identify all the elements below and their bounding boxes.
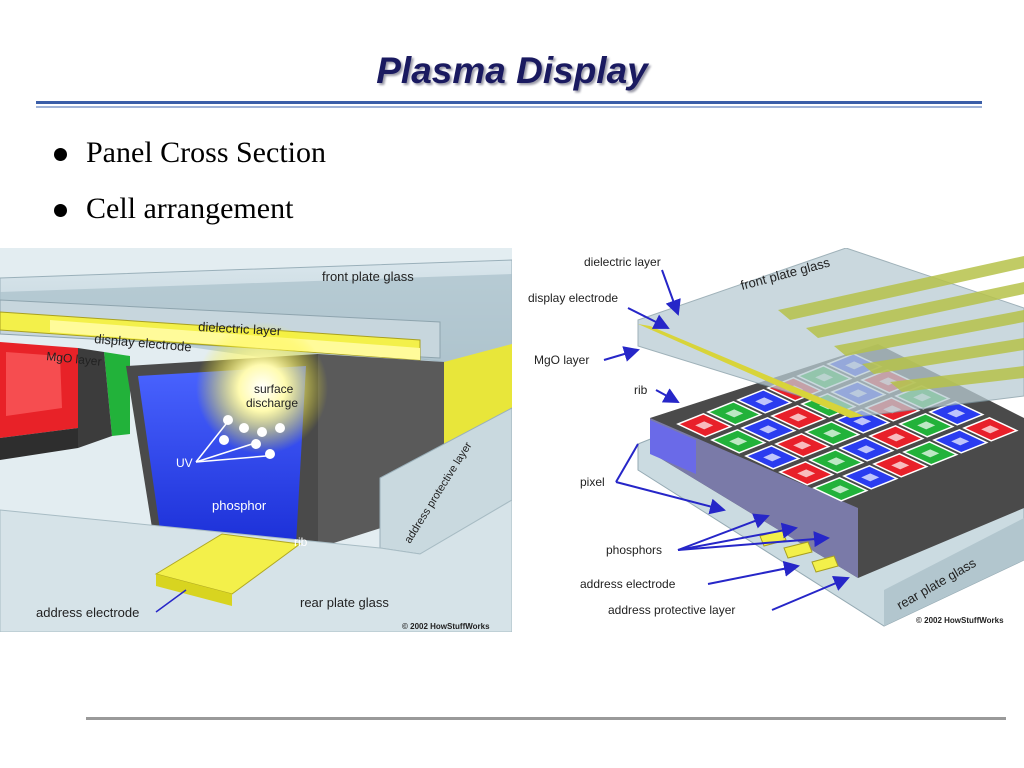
uv-arrows xyxy=(195,423,267,463)
label-pixel: pixel xyxy=(580,475,605,489)
phosphor-cell-glow xyxy=(853,417,872,426)
plasma-particles xyxy=(219,415,285,459)
phosphor-cell-glow xyxy=(917,421,936,430)
bullet-dot-icon xyxy=(54,204,67,217)
phosphor-cell-glow xyxy=(887,433,906,442)
label-rear-plate-glass: rear plate glass xyxy=(300,595,389,610)
label-rib: rib xyxy=(294,535,308,549)
red-cell-highlight xyxy=(6,352,62,416)
phosphor-cell-glow xyxy=(861,473,880,482)
label-uv: UV xyxy=(176,456,193,470)
phosphor-cell-glow xyxy=(823,429,842,438)
label-rib: rib xyxy=(634,383,648,397)
rear-plate-glass-edge xyxy=(884,518,1024,626)
pointer-mgo-layer xyxy=(603,346,640,362)
footer-rule xyxy=(86,717,1006,720)
rib-wall xyxy=(78,348,112,448)
cell-blue-side xyxy=(650,420,696,474)
bullet-text: Cell arrangement xyxy=(86,192,294,225)
green-phosphor-cell xyxy=(104,352,130,436)
display-electrodes xyxy=(638,256,1024,418)
phosphor-cell-glow xyxy=(831,485,850,494)
slide-title: Plasma Display xyxy=(376,50,648,91)
bullet-item: Cell arrangement xyxy=(50,190,326,246)
label-address-electrode: address electrode xyxy=(580,577,676,591)
rib-grid-front xyxy=(650,418,858,578)
bullet-text: Panel Cross Section xyxy=(86,136,326,169)
label-phosphors: phosphors xyxy=(606,543,662,557)
phosphor-cell-glow xyxy=(797,469,816,478)
title-underline-thick xyxy=(36,101,982,104)
pointer-address-protective-layer xyxy=(771,576,850,611)
phosphor-cell-glow xyxy=(789,413,808,422)
label-surface: surface xyxy=(254,382,294,396)
label-discharge: discharge xyxy=(246,396,298,410)
label-address-protective-layer: address protective layer xyxy=(608,603,735,617)
phosphor-cell-glow xyxy=(759,425,778,434)
label-address-electrode: address electrode xyxy=(36,605,139,620)
address-electrode xyxy=(154,533,302,595)
phosphor-cell-glow xyxy=(695,421,714,430)
address-electrode-pointer xyxy=(155,589,187,613)
phosphor-cell-glow xyxy=(827,457,846,466)
phosphor-cell-glow xyxy=(755,397,774,406)
label-mgo-layer: MgO layer xyxy=(46,349,103,369)
label-mgo-layer: MgO layer xyxy=(534,353,589,367)
phosphor-cell-grid xyxy=(676,352,1019,502)
bullet-dot-icon xyxy=(54,148,67,161)
label-dielectric-layer: dielectric layer xyxy=(198,319,282,338)
pointer-pixel xyxy=(615,443,726,515)
cross-section-figure: front plate glass dielectric layer displ… xyxy=(0,248,512,632)
phosphor-cell-glow xyxy=(793,441,812,450)
cell-arrangement-figure: dielectric layer display electrode front… xyxy=(528,248,1024,628)
pointer-address-electrode xyxy=(707,560,800,585)
rib-wall xyxy=(0,428,78,460)
display-electrode-edge xyxy=(638,324,864,418)
title-underline xyxy=(36,101,982,109)
label-phosphor: phosphor xyxy=(212,498,267,513)
phosphor-cell-glow xyxy=(951,437,970,446)
phosphor-cell-glow xyxy=(921,449,940,458)
copyright-credit: © 2002 HowStuffWorks xyxy=(916,616,1004,625)
phosphor-cell-glow xyxy=(891,461,910,470)
label-front-plate-glass: front plate glass xyxy=(322,269,414,284)
bullet-item: Panel Cross Section xyxy=(50,134,326,190)
copyright-credit: © 2002 HowStuffWorks xyxy=(402,622,490,631)
pointer-phosphors xyxy=(677,513,830,551)
label-dielectric-layer: dielectric layer xyxy=(584,255,661,269)
title-underline-thin xyxy=(36,106,982,108)
cell-arrangement-diagram: dielectric layer display electrode front… xyxy=(528,248,1024,627)
address-electrode-edge xyxy=(156,574,232,606)
phosphor-cell-glow xyxy=(725,409,744,418)
pointer-display-electrode xyxy=(627,307,670,329)
phosphor-cell-glow xyxy=(947,409,966,418)
cross-section-diagram: front plate glass dielectric layer displ… xyxy=(0,248,512,632)
label-display-electrode: display electrode xyxy=(528,291,618,305)
pointer-dielectric-layer xyxy=(661,269,681,316)
bullet-list: Panel Cross Section Cell arrangement xyxy=(50,134,326,246)
phosphor-cell-glow xyxy=(729,437,748,446)
phosphor-cell-glow xyxy=(763,453,782,462)
pointer-rib xyxy=(655,388,680,403)
phosphor-cell-glow xyxy=(981,425,1000,434)
phosphor-cell-glow xyxy=(857,445,876,454)
